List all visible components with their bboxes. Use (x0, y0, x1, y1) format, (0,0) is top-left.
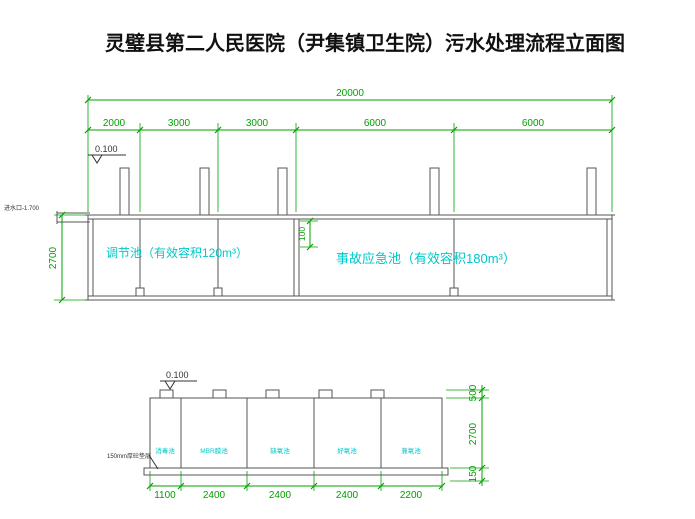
vent-pipe (586, 167, 597, 216)
dim-tick (292, 126, 300, 134)
vent-pipe (429, 167, 440, 216)
upper-segment-dimensions: 2000 3000 3000 6000 6000 (84, 118, 616, 134)
dim-tick (58, 211, 66, 219)
base-slab (143, 467, 449, 476)
dim-tick (214, 126, 222, 134)
column-footing (449, 287, 459, 297)
lower-bottom-dimensions: 1100 2400 2400 2400 2200 (146, 471, 446, 501)
leader-line (148, 454, 159, 470)
tank-outline (149, 397, 443, 469)
base-note-label: 150mm厚砼垫层 (107, 452, 151, 460)
bottom-dim-label: 1100 (154, 490, 176, 501)
inlet-label: 进水口-1.700 (4, 204, 40, 212)
access-cover (265, 389, 280, 399)
segment-dim-label: 2000 (103, 118, 126, 129)
upper-tank-structure (85, 167, 615, 301)
dim-tick (438, 482, 446, 490)
dim-tick (608, 126, 616, 134)
upper-elevation-marker: 0.100 (88, 144, 126, 164)
access-cover (318, 389, 333, 399)
dim-tick (243, 482, 251, 490)
access-cover (212, 389, 227, 399)
upper-total-dimension: 20000 (84, 88, 616, 104)
drawing-title: 灵璧县第二人民医院（尹集镇卫生院）污水处理流程立面图 (105, 31, 625, 55)
dim-tick (478, 386, 486, 394)
segment-dim-label: 6000 (364, 118, 387, 129)
compartment-label: 消毒池 (155, 446, 175, 455)
segment-dim-label: 3000 (168, 118, 191, 129)
lower-tank-structure (143, 389, 449, 476)
dim-tick (136, 126, 144, 134)
lower-elevation-marker: 0.100 (160, 370, 197, 390)
compartment-labels: 消毒池 MBR膜池 缺氧池 好氧池 兼氧池 (155, 446, 421, 455)
upper-gap-dimension: 100 (297, 217, 318, 251)
dim-tick (58, 296, 66, 304)
compartment-label: 好氧池 (337, 446, 357, 455)
access-cover (159, 389, 174, 399)
elevation-value: 0.100 (166, 370, 189, 380)
bottom-dim-label: 2400 (336, 490, 359, 501)
dim-tick (306, 243, 314, 251)
dim-tick (377, 482, 385, 490)
upper-elevation-drawing: 20000 2000 3000 3000 6000 6000 0.100 进水口… (4, 88, 616, 304)
lower-right-dimensions: 500 2700 150 (446, 384, 489, 486)
dim-tick (177, 482, 185, 490)
dim-tick (84, 126, 92, 134)
dim-tick (310, 482, 318, 490)
right-dim-label: 150 (468, 465, 479, 482)
bottom-dim-label: 2200 (400, 490, 423, 501)
emergency-tank-label: 事故应急池（有效容积180m³） (336, 251, 516, 266)
dim-tick (146, 482, 154, 490)
compartment-label: 兼氧池 (401, 446, 421, 455)
upper-left-height-dimension: 2700 (48, 211, 86, 304)
column-footing (135, 287, 145, 297)
elevation-value: 0.100 (95, 144, 118, 154)
vent-pipe (119, 167, 130, 216)
base-note-annotation: 150mm厚砼垫层 (107, 452, 159, 470)
bottom-dim-label: 2400 (269, 490, 292, 501)
height-dim-label: 2700 (48, 246, 59, 269)
regulation-tank-label: 调节池（有效容积120m³） (106, 245, 248, 260)
vent-pipe (277, 167, 288, 216)
segment-dim-label: 6000 (522, 118, 545, 129)
dim-tick (608, 96, 616, 104)
access-cover (370, 389, 385, 399)
right-dim-label: 500 (468, 384, 479, 401)
vent-pipe (199, 167, 210, 216)
elevation-triangle-icon (91, 154, 103, 164)
segment-dim-label: 3000 (246, 118, 269, 129)
column-footing (213, 287, 223, 297)
right-dim-label: 2700 (468, 422, 479, 445)
elevation-triangle-icon (164, 380, 176, 390)
dim-tick (478, 477, 486, 485)
lower-elevation-drawing: 0.100 消毒池 MBR膜池 缺氧池 好氧池 兼氧池 (107, 370, 489, 501)
dim-tick (478, 464, 486, 472)
inlet-annotation: 进水口-1.700 (4, 204, 90, 224)
total-dim-label: 20000 (336, 88, 364, 99)
compartment-label: 缺氧池 (270, 446, 290, 455)
compartment-label: MBR膜池 (200, 446, 228, 455)
dim-tick (450, 126, 458, 134)
bottom-dim-label: 2400 (203, 490, 226, 501)
dim-tick (84, 96, 92, 104)
upper-extension-lines (87, 95, 613, 212)
gap-dim-label: 100 (297, 227, 307, 241)
dim-tick (478, 394, 486, 402)
